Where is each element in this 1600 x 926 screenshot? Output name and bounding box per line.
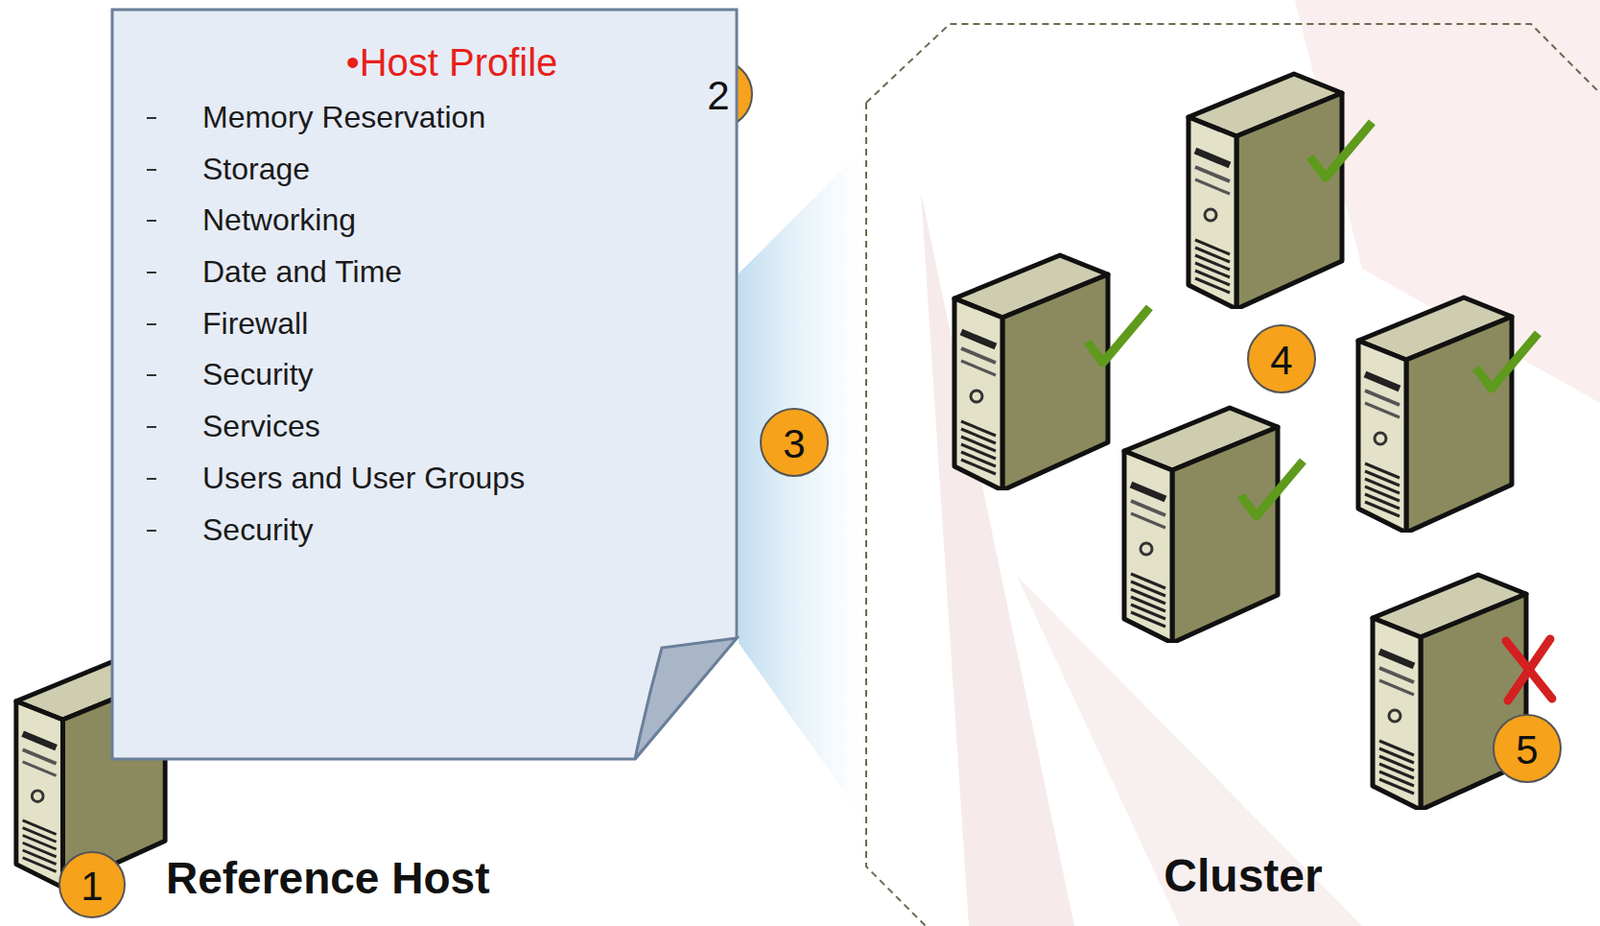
setting-item: Security <box>202 513 314 547</box>
reference-host-label: Reference Host <box>165 853 490 903</box>
list-dash <box>146 477 157 480</box>
cluster-outline <box>864 22 1600 926</box>
setting-item: Security <box>202 357 314 392</box>
setting-item: Storage <box>202 152 310 187</box>
list-dash <box>146 374 157 377</box>
list-dash <box>146 271 157 274</box>
callout-number: 3 <box>782 422 805 467</box>
profile-title: •Host Profile <box>346 41 559 84</box>
list-dash <box>146 529 157 532</box>
callout-number: 5 <box>1515 728 1538 773</box>
setting-item: Firewall <box>202 306 308 341</box>
callout-number: 2 <box>706 73 730 118</box>
setting-item: Memory Reservation <box>202 100 486 135</box>
setting-item: Date and Time <box>202 255 402 289</box>
callout-number: 4 <box>1270 338 1293 383</box>
host-profile-document: •Host ProfileMemory ReservationStorageNe… <box>110 7 739 761</box>
cluster-label: Cluster <box>1163 850 1322 902</box>
setting-item: Users and User Groups <box>202 461 525 495</box>
setting-item: Services <box>202 409 321 444</box>
list-dash <box>146 219 157 222</box>
list-dash <box>146 117 157 119</box>
callout-number: 1 <box>80 864 103 909</box>
list-dash <box>146 425 157 428</box>
cluster-region: Cluster <box>864 22 1600 926</box>
list-dash <box>146 168 157 171</box>
setting-item: Networking <box>202 203 356 237</box>
list-dash <box>146 323 157 326</box>
